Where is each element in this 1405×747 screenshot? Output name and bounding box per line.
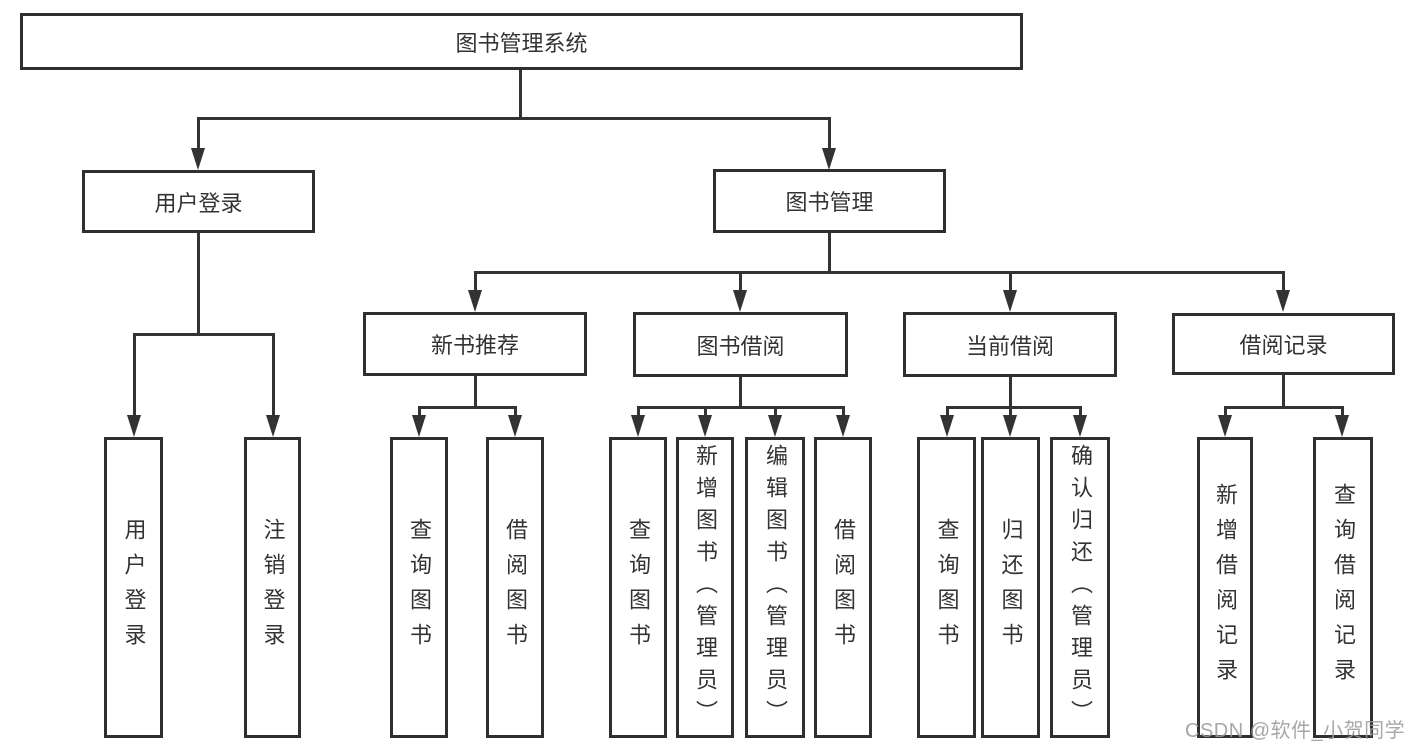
node-new-book-recommend-label: 新书推荐 [430, 333, 519, 358]
arrowhead-down-icon [1003, 290, 1017, 312]
leaf-br-query-record: 查询借阅记录 [1313, 437, 1373, 738]
leaf-cb-return-book-label: 归还图书 [998, 517, 1024, 658]
node-borrowing-records: 借阅记录 [1172, 313, 1395, 375]
connector-line [704, 406, 707, 418]
connector-line [774, 406, 777, 418]
connector-line [1009, 271, 1012, 293]
connector-line [514, 406, 517, 418]
connector-line [842, 406, 845, 418]
connector-line [828, 233, 831, 274]
csdn-watermark: CSDN @软件_小贺同学 [1185, 720, 1405, 742]
connector-line [1224, 406, 1344, 409]
leaf-bb-add-book: 新增图书（管理员） [676, 437, 734, 738]
arrowhead-down-icon [468, 290, 482, 312]
leaf-cb-return-book: 归还图书 [981, 437, 1040, 738]
arrowhead-down-icon [191, 148, 205, 170]
node-book-management: 图书管理 [713, 169, 946, 233]
leaf-rec-query-book-label: 查询图书 [407, 517, 432, 658]
arrowhead-down-icon [698, 415, 712, 437]
connector-line [1009, 377, 1012, 409]
arrowhead-down-icon [768, 415, 782, 437]
connector-line [197, 117, 200, 152]
leaf-bb-query-book-label: 查询图书 [626, 517, 651, 658]
leaf-cb-confirm-return: 确认归还（管理员） [1050, 437, 1110, 738]
node-book-borrowing-label: 图书借阅 [696, 333, 785, 359]
connector-line [133, 333, 136, 417]
leaf-cb-query-book: 查询图书 [917, 437, 976, 738]
node-book-management-label: 图书管理 [785, 190, 874, 215]
node-root: 图书管理系统 [20, 13, 1023, 70]
leaf-bb-edit-book: 编辑图书（管理员） [745, 437, 805, 738]
connector-line [1009, 406, 1012, 418]
connector-line [519, 70, 522, 118]
arrowhead-down-icon [127, 415, 141, 437]
arrowhead-down-icon [1073, 415, 1087, 437]
connector-line [1341, 406, 1344, 418]
arrowhead-down-icon [412, 415, 426, 437]
connector-line [197, 117, 831, 120]
connector-line [474, 271, 477, 293]
connector-line [828, 117, 831, 152]
connector-line [1282, 375, 1285, 409]
connector-line [637, 406, 640, 418]
leaf-rec-borrow-book-label: 借阅图书 [503, 517, 528, 658]
arrowhead-down-icon [836, 415, 850, 437]
node-book-borrowing: 图书借阅 [633, 312, 848, 377]
node-current-borrowing: 当前借阅 [903, 312, 1117, 377]
leaf-bb-edit-book-label: 编辑图书（管理员） [763, 443, 788, 732]
leaf-logout: 注销登录 [244, 437, 301, 738]
arrowhead-down-icon [1218, 415, 1232, 437]
leaf-user-login: 用户登录 [104, 437, 163, 738]
node-new-book-recommend: 新书推荐 [363, 312, 587, 376]
arrowhead-down-icon [733, 290, 747, 312]
arrowhead-down-icon [266, 415, 280, 437]
arrowhead-down-icon [631, 415, 645, 437]
connector-line [133, 333, 275, 336]
node-user-login: 用户登录 [82, 170, 315, 233]
leaf-logout-label: 注销登录 [260, 517, 286, 658]
arrowhead-down-icon [940, 415, 954, 437]
connector-line [739, 271, 742, 293]
arrowhead-down-icon [508, 415, 522, 437]
leaf-bb-query-book: 查询图书 [609, 437, 667, 738]
connector-line [946, 406, 949, 418]
connector-line [474, 271, 1284, 274]
connector-line [1282, 271, 1285, 293]
leaf-br-add-record-label: 新增借阅记录 [1213, 482, 1238, 693]
arrowhead-down-icon [822, 148, 836, 170]
connector-line [474, 376, 477, 409]
node-current-borrowing-label: 当前借阅 [965, 333, 1054, 359]
connector-line [1224, 406, 1227, 418]
leaf-user-login-label: 用户登录 [121, 517, 147, 658]
arrowhead-down-icon [1335, 415, 1349, 437]
connector-line [1079, 406, 1082, 418]
leaf-cb-confirm-return-label: 确认归还（管理员） [1068, 443, 1093, 732]
connector-line [272, 333, 275, 417]
leaf-br-query-record-label: 查询借阅记录 [1331, 482, 1356, 693]
leaf-bb-borrow-book-label: 借阅图书 [831, 517, 856, 658]
leaf-bb-borrow-book: 借阅图书 [814, 437, 872, 738]
leaf-cb-query-book-label: 查询图书 [934, 517, 960, 658]
arrowhead-down-icon [1003, 415, 1017, 437]
connector-line [418, 406, 517, 409]
leaf-bb-add-book-label: 新增图书（管理员） [693, 443, 718, 732]
connector-line [739, 377, 742, 409]
node-borrowing-records-label: 借阅记录 [1239, 333, 1328, 358]
node-user-login-label: 用户登录 [154, 190, 243, 216]
connector-line [637, 406, 844, 409]
arrowhead-down-icon [1276, 290, 1290, 312]
leaf-br-add-record: 新增借阅记录 [1197, 437, 1253, 738]
connector-line [946, 406, 1082, 409]
node-root-label: 图书管理系统 [455, 30, 588, 56]
leaf-rec-query-book: 查询图书 [390, 437, 448, 738]
connector-line [197, 233, 200, 336]
connector-line [418, 406, 421, 418]
leaf-rec-borrow-book: 借阅图书 [486, 437, 544, 738]
